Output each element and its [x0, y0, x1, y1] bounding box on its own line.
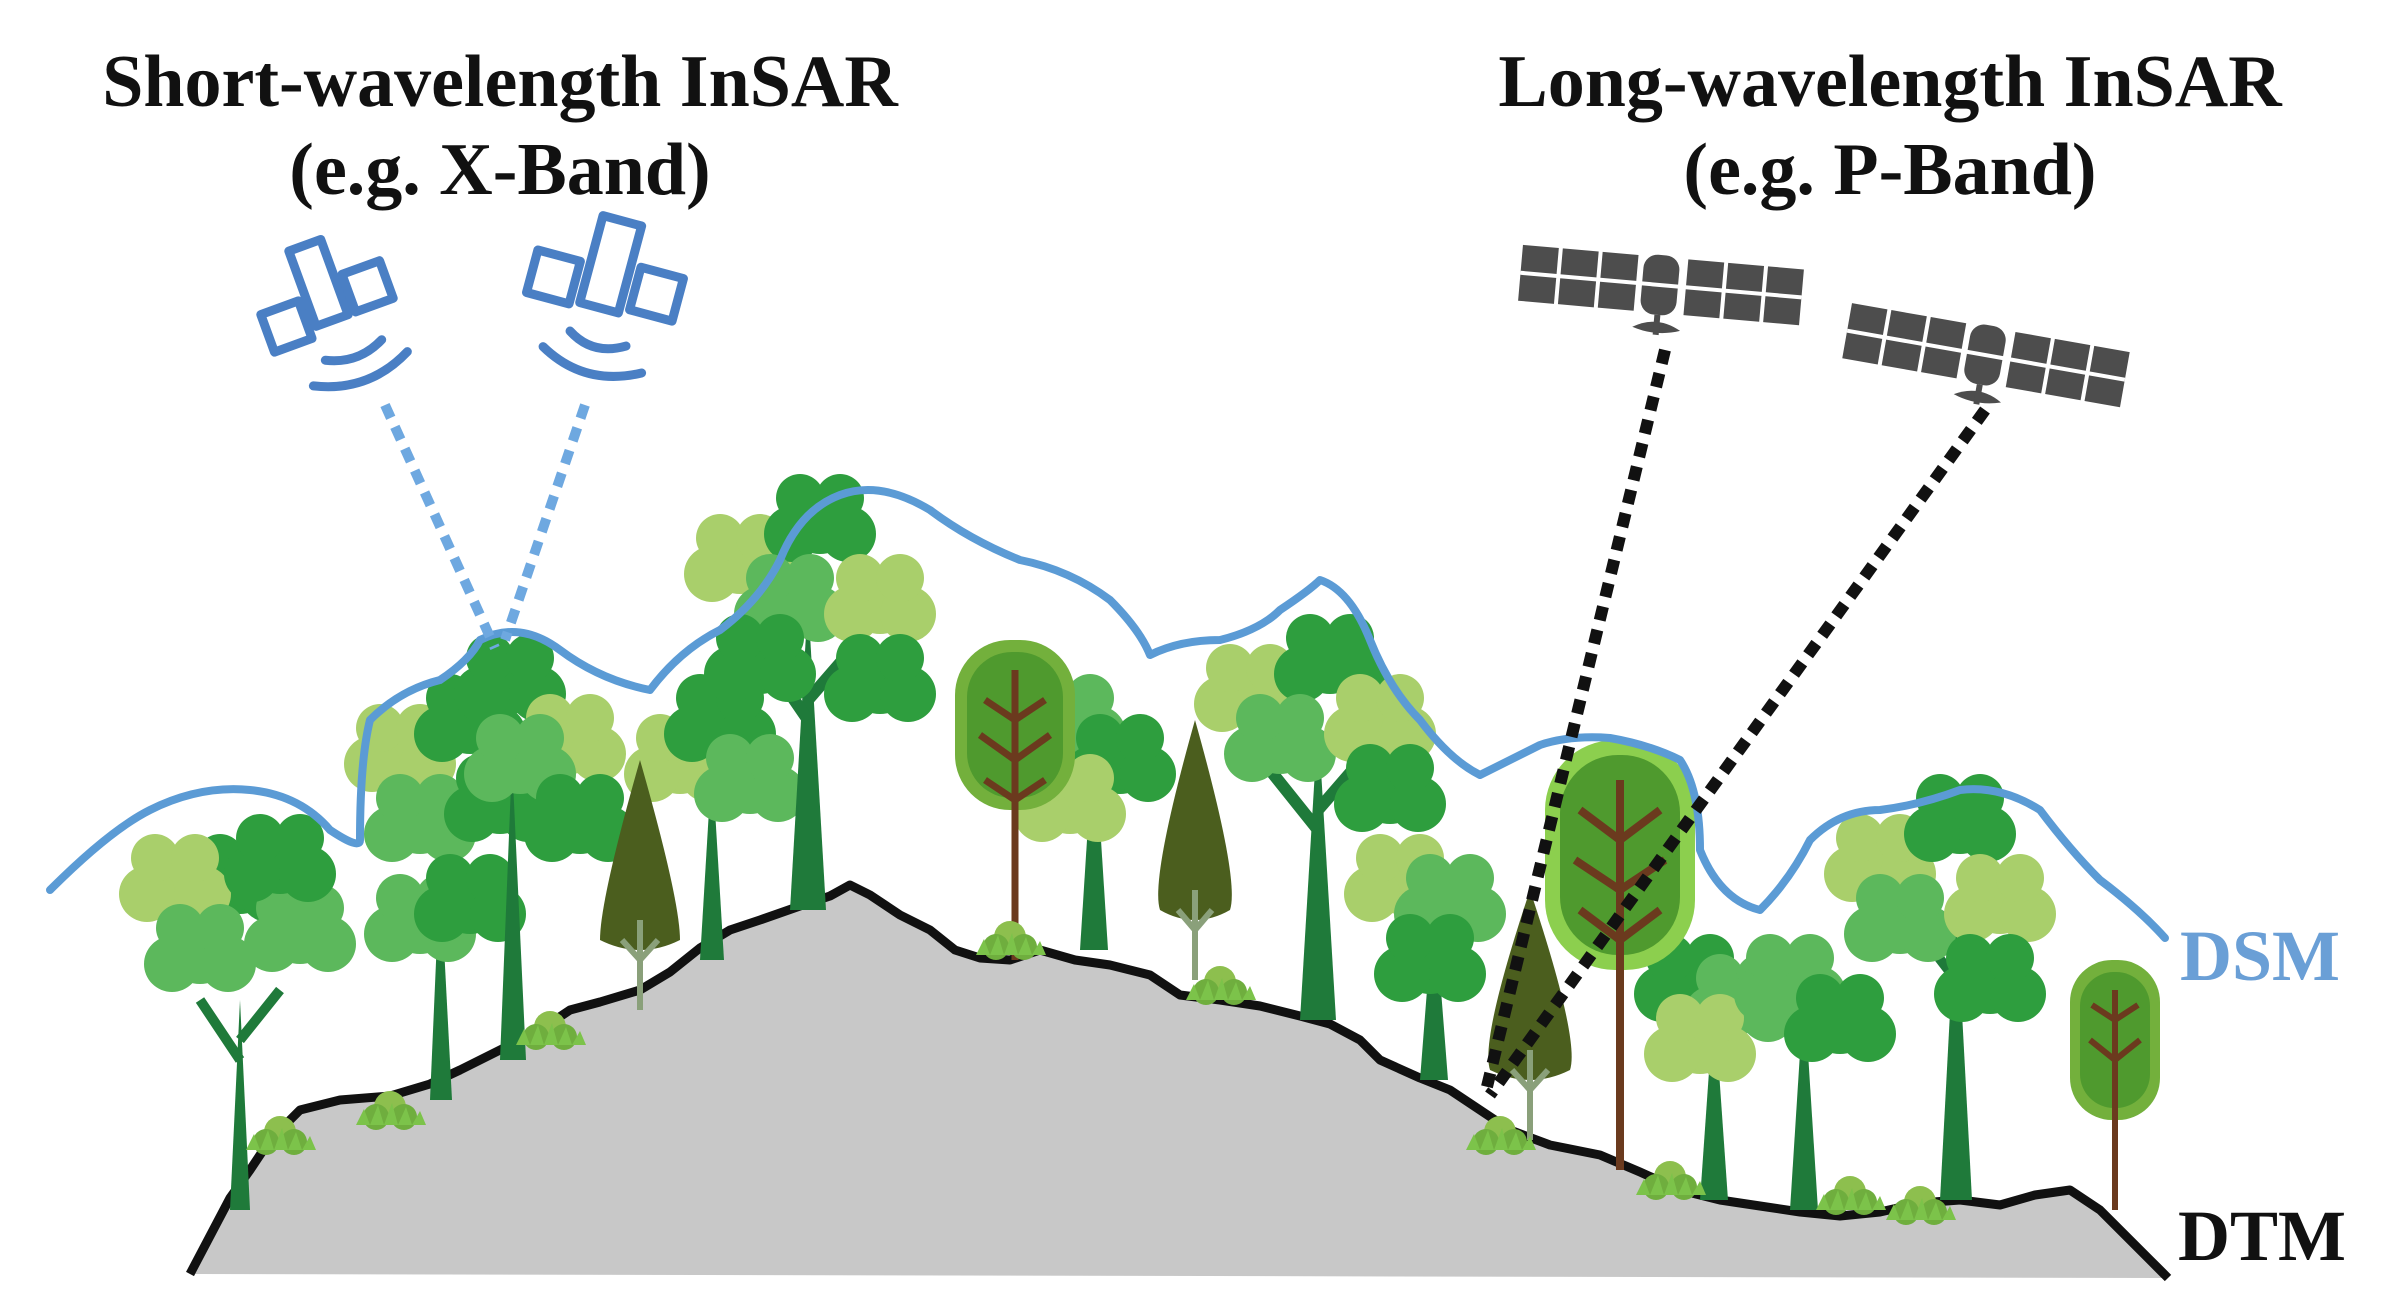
- long-title-line2: (e.g. P-Band): [1683, 129, 2097, 211]
- broadleaf-tree: [1734, 934, 1896, 1210]
- shrub: [1816, 1176, 1886, 1215]
- broadleaf-tree: [684, 474, 936, 910]
- broadleaf-tree: [1344, 834, 1506, 1080]
- broadleaf-tree: [119, 814, 356, 1210]
- broadleaf-tree: [624, 674, 806, 960]
- satellite-icon: [1842, 303, 2130, 408]
- long-title-line1: Long-wavelength InSAR: [1498, 41, 2282, 123]
- broadleaf-tree: [1014, 674, 1176, 950]
- satellite-signal-icon: [522, 211, 688, 381]
- broadleaf-tree: [1824, 774, 2056, 1200]
- shrub: [976, 921, 1046, 960]
- broadleaf-tree: [344, 674, 556, 1100]
- terrain-ground: [190, 885, 2168, 1278]
- rounded-tree: [1545, 740, 1695, 1170]
- conifer-tree: [1488, 890, 1572, 1140]
- conifer-tree: [1158, 720, 1232, 980]
- long-wavelength-title: Long-wavelength InSAR (e.g. P-Band): [1430, 38, 2350, 214]
- shrub: [1636, 1161, 1706, 1200]
- conifer-tree: [600, 760, 680, 1010]
- long-beam: [1479, 348, 1671, 1097]
- short-wavelength-title: Short-wavelength InSAR (e.g. X-Band): [60, 38, 940, 214]
- short-title-line2: (e.g. X-Band): [289, 129, 711, 211]
- satellite-signal-icon: [256, 235, 412, 392]
- broadleaf-tree: [454, 634, 636, 1060]
- short-beam: [500, 403, 590, 642]
- broadleaf-tree: [1194, 614, 1446, 1020]
- dsm-label: DSM: [2180, 916, 2340, 996]
- broadleaf-tree: [1634, 934, 1796, 1200]
- dtm-label: DTM: [2178, 1196, 2346, 1276]
- rounded-tree: [2070, 960, 2160, 1210]
- short-beam: [380, 402, 500, 651]
- rounded-tree: [955, 640, 1075, 960]
- satellite-icon: [1518, 244, 1804, 336]
- dsm-line: [46, 486, 2169, 942]
- long-beam: [1485, 406, 1990, 1099]
- short-title-line1: Short-wavelength InSAR: [102, 41, 898, 123]
